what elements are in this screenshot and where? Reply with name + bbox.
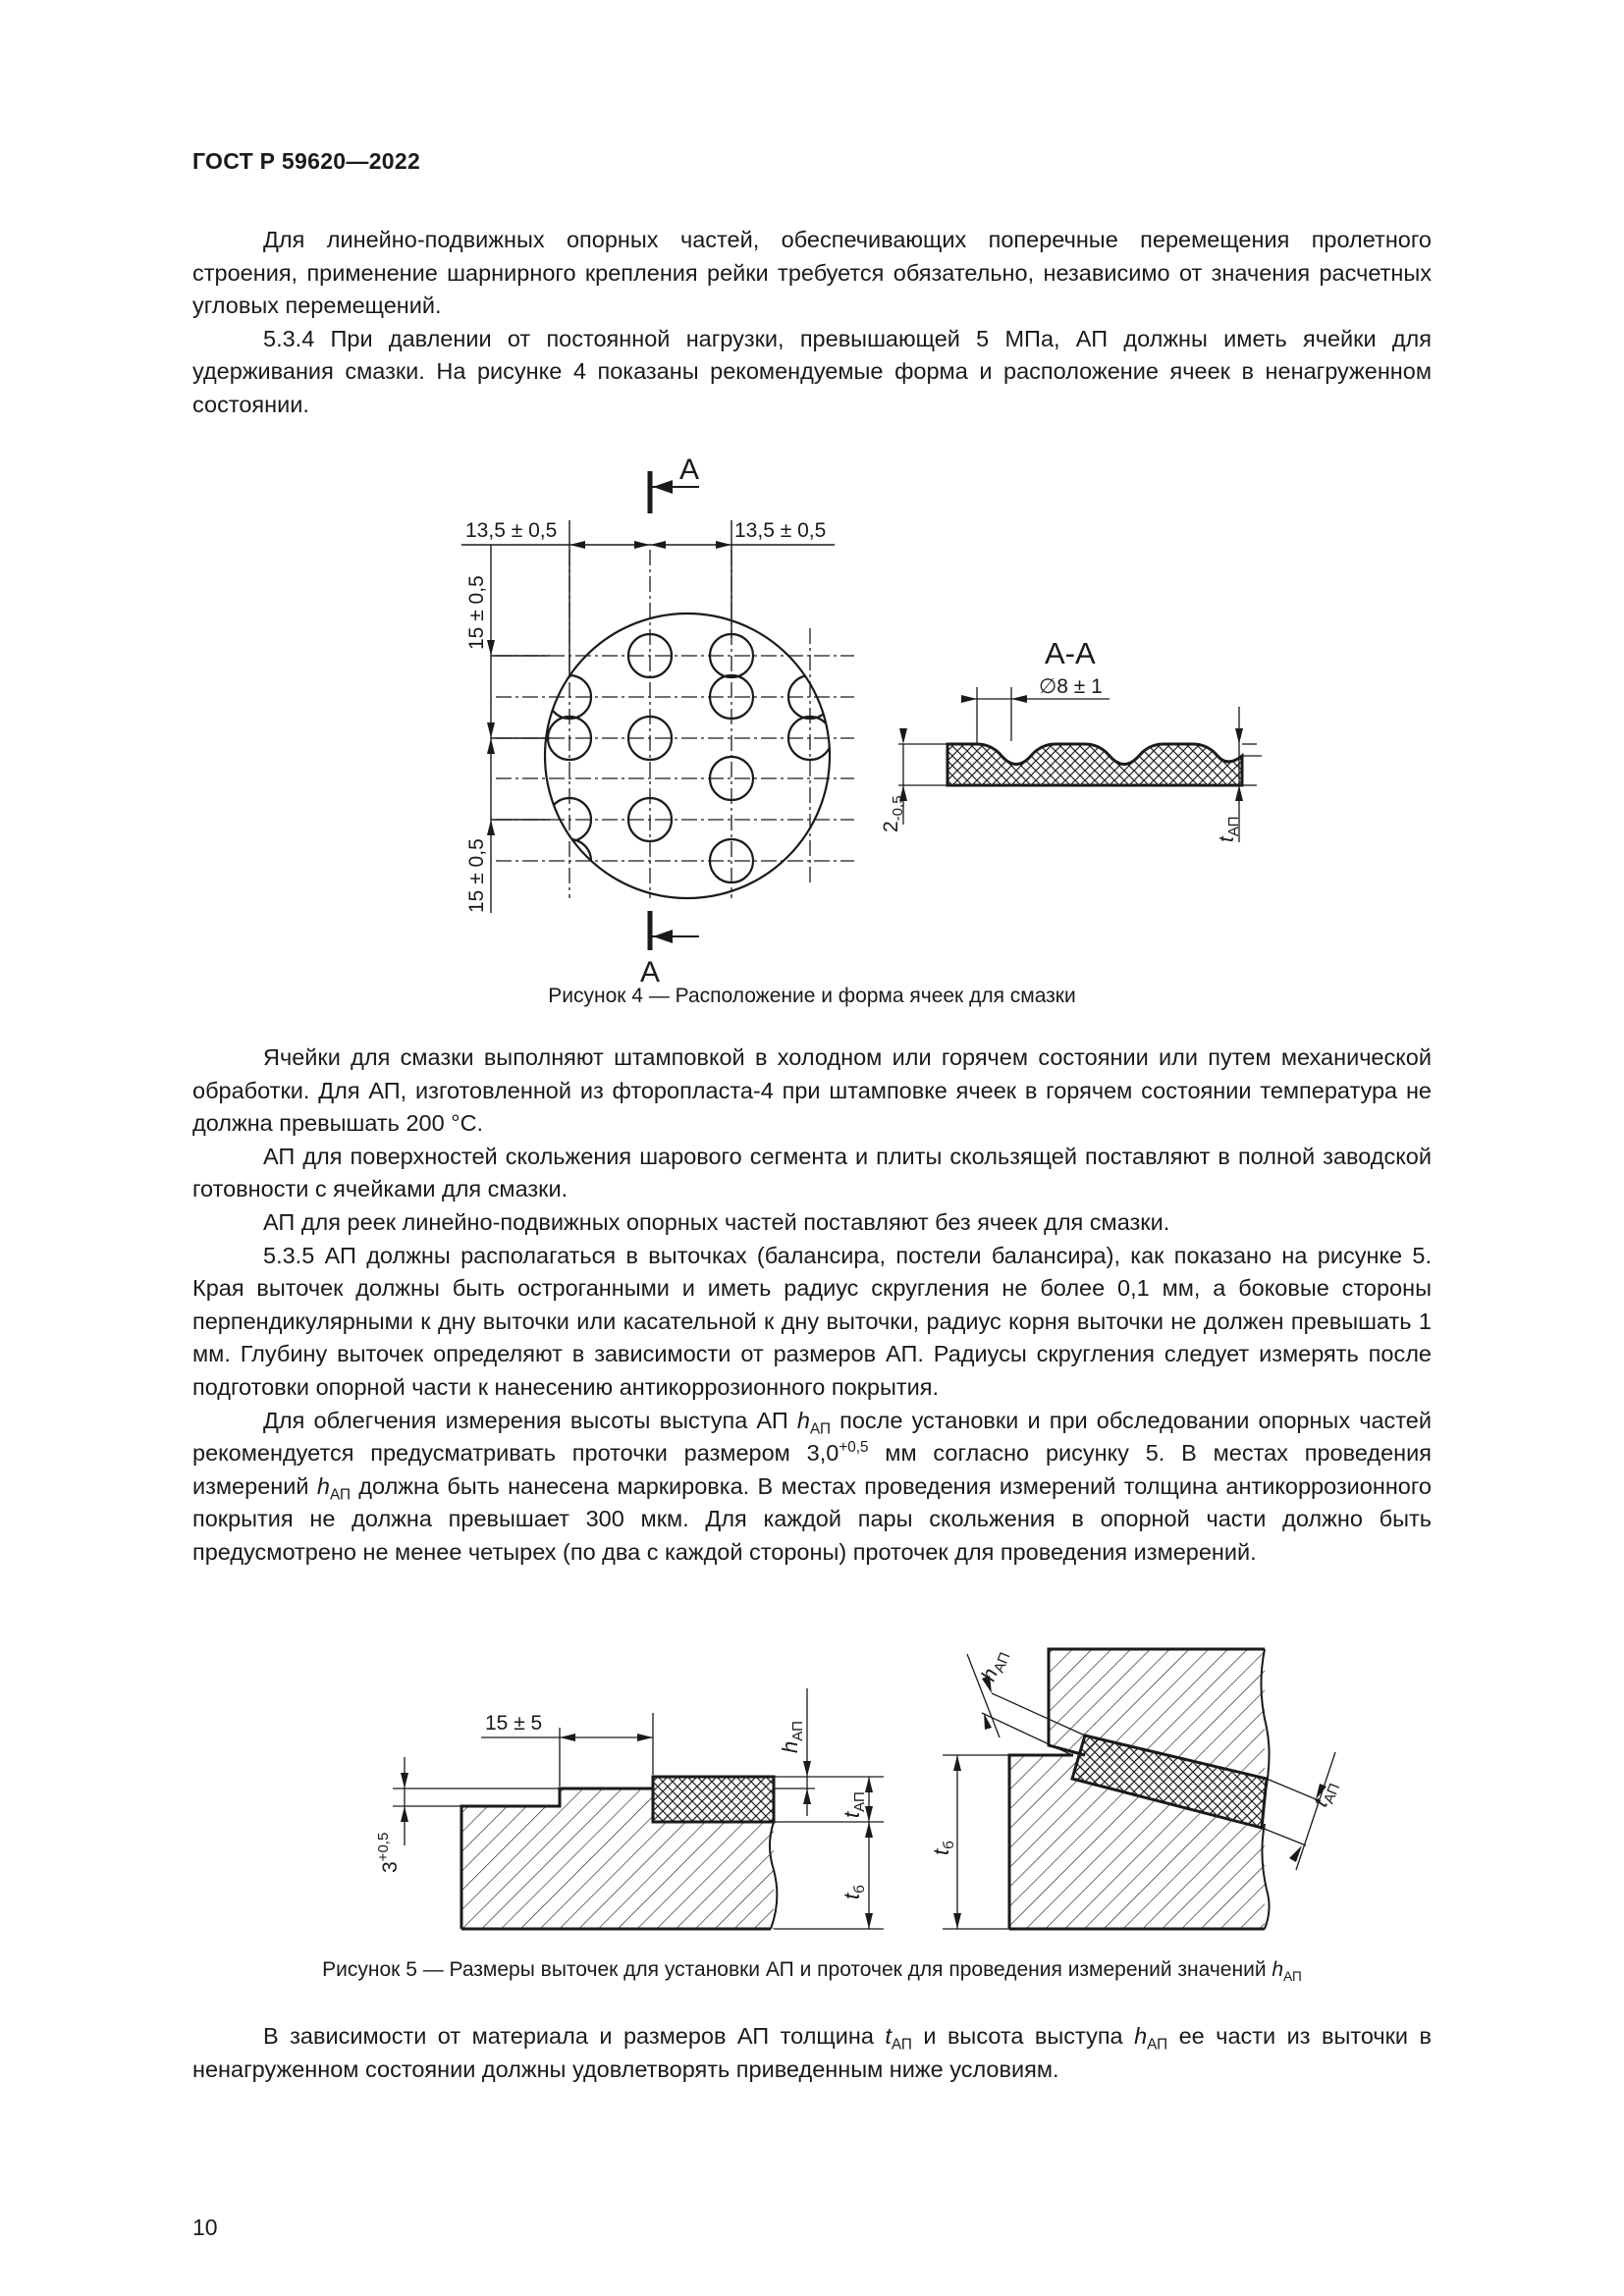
figure-5-caption: Рисунок 5 — Размеры выточек для установк… [322,1958,1302,1985]
dim-diameter: ∅8 ± 1 [1039,675,1103,698]
paragraph: АП для поверхностей скольжения шарового … [192,1143,1432,1202]
figure-4: А А 13,5 ± 0,5 13,5 ± 0,5 15 ± 0,5 15 ± … [461,454,1262,988]
text-block-2: Ячейки для смазки выполняют штамповкой в… [192,1041,1432,1570]
paragraph: АП для реек линейно-подвижных опорных ча… [263,1208,1170,1235]
paragraph-5-3-5: 5.3.5 АП должны располагаться в выточках… [192,1242,1432,1400]
inclined-dimensions [943,1653,1336,1930]
document-header: ГОСТ Р 59620—2022 [192,148,421,174]
label-h-ap-inclined: hАП [977,1646,1013,1685]
section-marker-top [647,471,699,513]
paragraph: Ячейки для смазки выполняют штамповкой в… [192,1044,1432,1137]
dim-left-top: 13,5 ± 0,5 [465,519,557,542]
section-label-top: А [679,454,699,486]
section-a-a-profile [898,687,1262,842]
label-t-b-inclined: tб [929,1841,957,1855]
text-block-1: Для линейно-подвижных опорных частей, об… [192,224,1432,422]
label-t-ap-inclined: tАП [1309,1778,1343,1812]
groove-dimensions [393,1688,884,1930]
dimension-top [461,520,835,677]
label-h-ap: hАП [778,1721,806,1753]
paragraph: В зависимости от материала и размеров АП… [192,2023,1432,2082]
dim-vertical-bottom: 15 ± 0,5 [465,838,488,913]
groove-section [460,1775,779,1931]
dim-vertical-top: 15 ± 0,5 [465,575,488,650]
dim-depth: 2-0,5 [880,795,906,832]
dim-groove-depth: 3+0,5 [375,1833,402,1873]
dim-groove-width: 15 ± 5 [485,1712,542,1735]
label-t-b: tб [839,1885,868,1899]
dimension-left [487,545,550,913]
paragraph: Для линейно-подвижных опорных частей, об… [192,227,1432,319]
paragraph-5-3-4: 5.3.4 При давлении от постоянной нагрузк… [192,325,1432,417]
inclined-section [1007,1647,1271,1931]
section-title: А-А [1045,636,1096,670]
dim-right-top: 13,5 ± 0,5 [734,519,826,542]
section-label-bottom: А [640,956,660,988]
figure-4-caption: Рисунок 4 — Расположение и форма ячеек д… [548,985,1076,1007]
dim-thickness: tАП [1216,817,1242,842]
text-block-3: В зависимости от материала и размеров АП… [192,2020,1432,2086]
figure-5: 15 ± 5 3+0,5 hАП tАП tб hАП tАП tб [375,1646,1343,1931]
section-marker-bottom [647,911,699,950]
page-number: 10 [192,2215,218,2240]
paragraph: Для облегчения измерения высоты выступа … [192,1407,1433,1565]
label-t-ap: tАП [839,1791,868,1818]
